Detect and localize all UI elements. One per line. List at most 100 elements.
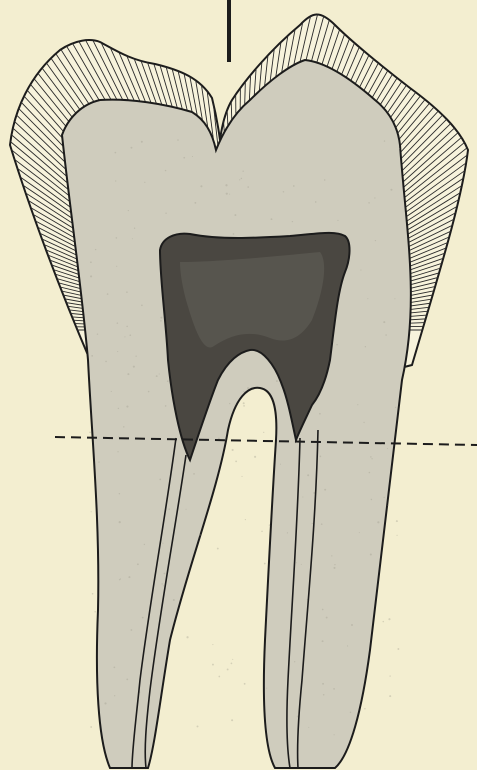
speckle — [91, 355, 93, 357]
speckle — [243, 391, 244, 392]
speckle — [315, 201, 317, 203]
speckle — [280, 464, 281, 465]
speckle — [301, 564, 302, 565]
speckle — [365, 346, 366, 347]
speckle — [192, 156, 193, 157]
speckle — [326, 617, 328, 619]
speckle — [128, 576, 130, 578]
speckle — [226, 193, 228, 195]
speckle — [160, 317, 162, 319]
speckle — [242, 171, 243, 172]
speckle — [126, 405, 128, 407]
speckle — [357, 404, 358, 405]
speckle — [360, 269, 361, 270]
speckle — [159, 478, 161, 480]
speckle — [194, 202, 196, 204]
speckle — [148, 391, 150, 393]
speckle — [165, 405, 167, 407]
speckle — [119, 521, 121, 523]
speckle — [123, 426, 124, 427]
speckle — [302, 496, 303, 497]
speckle — [144, 182, 145, 183]
speckle — [383, 321, 385, 323]
speckle — [396, 520, 398, 522]
speckle — [156, 375, 158, 377]
speckle — [241, 178, 242, 179]
speckle — [235, 460, 237, 462]
speckle — [131, 147, 133, 149]
speckle — [117, 451, 118, 452]
speckle — [296, 562, 297, 563]
speckle — [161, 583, 162, 584]
speckle — [91, 511, 92, 512]
speckle — [229, 194, 230, 195]
speckle — [235, 404, 236, 405]
speckle — [104, 702, 106, 704]
speckle — [307, 474, 309, 476]
speckle — [164, 573, 166, 575]
speckle — [387, 448, 388, 449]
speckle — [177, 139, 179, 141]
speckle — [369, 472, 371, 474]
speckle — [117, 322, 119, 324]
speckle — [142, 617, 144, 619]
speckle — [276, 380, 278, 382]
speckle — [173, 599, 175, 601]
speckle — [390, 189, 392, 191]
speckle — [370, 553, 372, 555]
speckle — [114, 695, 115, 696]
speckle — [370, 456, 372, 458]
speckle — [292, 221, 293, 222]
speckle — [371, 458, 372, 459]
speckle — [124, 336, 125, 337]
speckle — [141, 141, 143, 143]
speckle — [134, 228, 135, 229]
speckle — [117, 351, 118, 352]
speckle — [229, 403, 230, 404]
speckle — [359, 532, 360, 533]
speckle — [394, 298, 395, 299]
speckle — [111, 391, 112, 392]
speckle — [293, 185, 295, 187]
speckle — [266, 688, 267, 689]
speckle — [168, 508, 170, 510]
speckle — [159, 374, 160, 375]
speckle — [227, 669, 229, 671]
speckle — [135, 356, 136, 357]
speckle — [144, 544, 145, 545]
speckle — [384, 497, 385, 498]
speckle — [126, 678, 128, 680]
speckle — [320, 456, 322, 458]
speckle — [245, 519, 246, 520]
speckle — [92, 593, 94, 595]
speckle — [105, 361, 107, 363]
speckle — [131, 629, 133, 631]
speckle — [395, 407, 396, 408]
speckle — [351, 624, 353, 626]
speckle — [167, 380, 169, 382]
speckle — [247, 186, 249, 188]
speckle — [165, 170, 166, 171]
speckle — [233, 233, 235, 235]
speckle — [90, 261, 92, 263]
speckle — [375, 240, 376, 241]
speckle — [384, 140, 385, 141]
speckle — [388, 618, 390, 620]
speckle — [322, 640, 324, 642]
speckle — [247, 387, 249, 389]
speckle — [385, 334, 387, 336]
speckle — [322, 683, 324, 685]
speckle — [231, 719, 233, 721]
speckle — [324, 179, 325, 180]
speckle — [115, 180, 116, 181]
speckle — [185, 509, 186, 510]
speckle — [363, 422, 364, 423]
speckle — [119, 493, 120, 494]
speckle — [347, 645, 348, 646]
speckle — [113, 666, 115, 668]
speckle — [94, 611, 96, 613]
speckle — [126, 291, 128, 293]
speckle — [232, 659, 233, 660]
speckle — [163, 585, 164, 586]
